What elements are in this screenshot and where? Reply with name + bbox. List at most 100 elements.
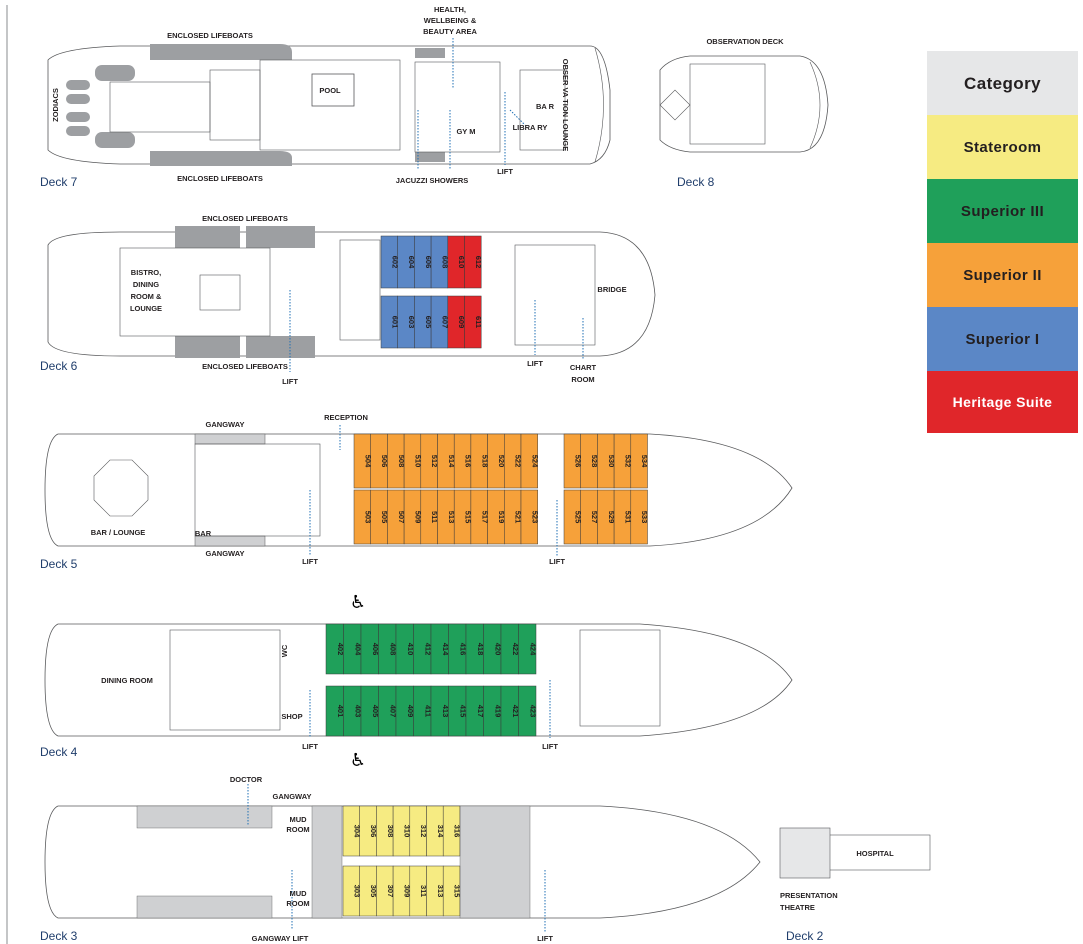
cabin-number: 610	[457, 256, 466, 269]
cabin-number: 423	[528, 705, 537, 718]
cabin-number: 519	[497, 511, 506, 524]
deck-6	[47, 226, 656, 372]
cabin-number: 404	[353, 643, 362, 656]
cabin-number: 306	[369, 825, 378, 838]
cabin-number: 311	[419, 885, 428, 897]
cabin-number: 515	[464, 511, 473, 524]
cabin-number: 521	[514, 511, 523, 524]
deck-label: Deck 2	[786, 929, 824, 943]
cabin-number: 415	[458, 705, 467, 718]
cabin-number: 512	[430, 455, 439, 468]
cabin-number: 305	[369, 885, 378, 898]
cabin-number: 420	[493, 643, 502, 656]
cabin-number: 603	[407, 316, 416, 329]
label: BEAUTY AREA	[423, 27, 477, 36]
cabin	[518, 623, 537, 675]
cabin-number: 530	[607, 455, 616, 468]
label: ROOM	[286, 899, 309, 908]
cabin-number: 413	[441, 705, 450, 718]
cabin-number: 424	[528, 643, 537, 656]
deck-label: Deck 4	[40, 745, 78, 759]
label: LIFT	[282, 377, 298, 386]
cabin-number: 417	[476, 705, 485, 718]
label: LIBRA RY	[513, 123, 548, 132]
label: LIFT	[302, 742, 318, 751]
legend-superior-iii: Superior III	[927, 179, 1078, 243]
label: OBSER VA TION LOUNGE	[561, 59, 570, 152]
label: ROOM	[571, 375, 594, 384]
label: BISTRO,	[131, 268, 161, 277]
cabin-number: 408	[388, 643, 397, 656]
legend-heritage-suite: Heritage Suite	[927, 371, 1078, 433]
label: ENCLOSED LIFEBOATS	[202, 214, 288, 223]
cabin-number: 421	[511, 705, 520, 718]
cabin-number: 513	[447, 511, 456, 524]
cabin-number: 312	[419, 825, 428, 838]
label: LIFT	[302, 557, 318, 566]
legend-title: Category	[927, 51, 1078, 115]
label: HEALTH,	[434, 5, 466, 14]
cabin-number: 510	[413, 455, 422, 468]
cabin-number: 517	[480, 511, 489, 524]
cabin-number: 508	[397, 455, 406, 468]
cabin-number: 526	[573, 455, 582, 468]
deck-label: Deck 5	[40, 557, 78, 571]
cabin-number: 418	[476, 643, 485, 656]
label: MUD	[289, 815, 307, 824]
cabin-number: 419	[493, 705, 502, 718]
deck-8	[659, 55, 829, 153]
cabin-number: 605	[424, 316, 433, 329]
cabin	[442, 805, 461, 857]
deck-label: Deck 8	[677, 175, 715, 189]
label: LIFT	[527, 359, 543, 368]
cabin-number: 514	[447, 455, 456, 468]
label: DOCTOR	[230, 775, 263, 784]
label: LIFT	[549, 557, 565, 566]
cabin-number: 314	[436, 825, 445, 838]
cabin-number: 523	[530, 511, 539, 524]
cabin	[464, 235, 482, 289]
wheelchair-icon: ♿	[350, 592, 366, 613]
label: ROOM	[286, 825, 309, 834]
label: MUD	[289, 889, 307, 898]
cabin-number: 601	[390, 316, 399, 329]
cabin-number: 412	[423, 643, 432, 656]
label: POOL	[319, 86, 341, 95]
cabin-number: 604	[407, 256, 416, 269]
cabin	[520, 433, 538, 489]
cabin-number: 304	[352, 825, 361, 838]
deck-3	[44, 784, 931, 932]
cabin	[520, 489, 538, 545]
cabin	[464, 295, 482, 349]
cabin-number: 403	[353, 705, 362, 718]
cabin-number: 525	[573, 511, 582, 524]
cabin-number: 316	[453, 825, 462, 838]
cabin-number: 509	[413, 511, 422, 524]
cabin	[442, 865, 461, 917]
label: DINING ROOM	[101, 676, 153, 685]
label: RECEPTION	[324, 413, 368, 422]
label: THEATRE	[780, 903, 815, 912]
label: LOUNGE	[130, 304, 162, 313]
label: ENCLOSED LIFEBOATS	[202, 362, 288, 371]
deck-7	[47, 38, 611, 170]
cabin-number: 520	[497, 455, 506, 468]
label: GANGWAY	[206, 549, 245, 558]
cabin-number: 405	[371, 705, 380, 718]
label: WELLBEING &	[424, 16, 477, 25]
deck-label: Deck 7	[40, 175, 78, 189]
cabin-number: 307	[386, 885, 395, 898]
cabin-number: 308	[386, 825, 395, 838]
cabin-number: 506	[380, 455, 389, 468]
label: DINING	[133, 280, 159, 289]
hospital-room	[819, 834, 931, 871]
label: ZODIACS	[51, 88, 60, 122]
label: ENCLOSED LIFEBOATS	[167, 31, 253, 40]
legend-superior-i: Superior I	[927, 307, 1078, 371]
cabin-number: 507	[397, 511, 406, 524]
label: GANGWAY LIFT	[252, 934, 309, 943]
cabin-number: 607	[440, 316, 449, 329]
